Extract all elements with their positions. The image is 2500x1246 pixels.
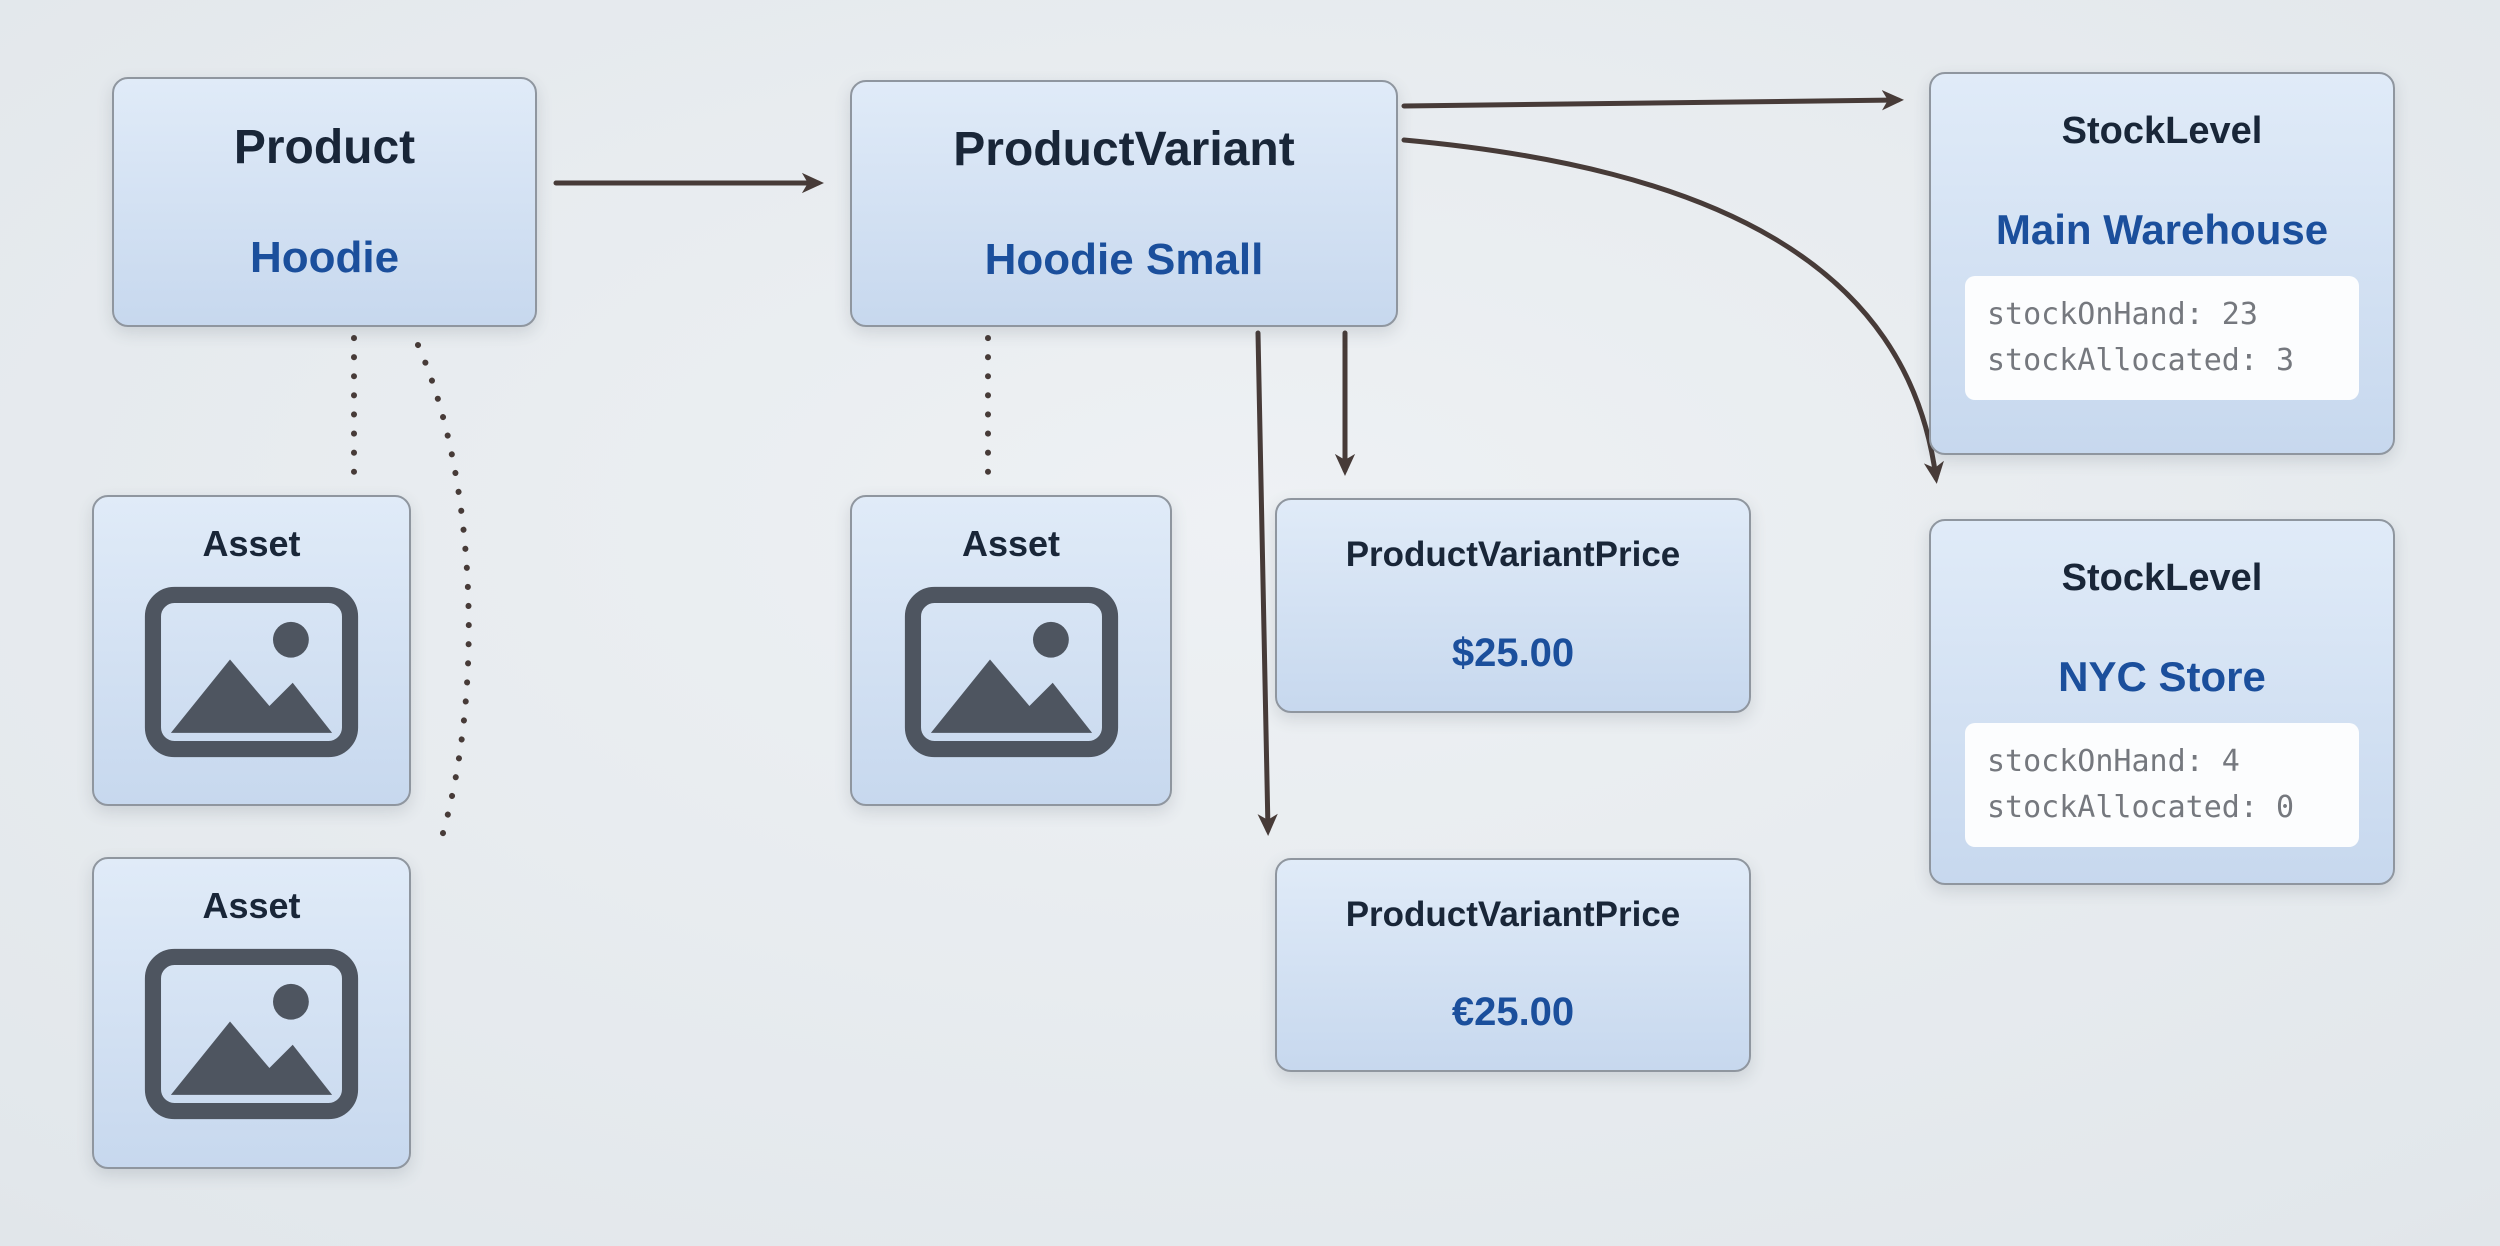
node-title: Asset (202, 885, 301, 926)
node-price-usd: ProductVariantPrice $25.00 (1275, 498, 1751, 713)
stock-code-block: stockOnHand: 23 stockAllocated: 3 (1965, 275, 2359, 400)
node-title: ProductVariantPrice (1345, 894, 1681, 934)
image-icon (144, 586, 359, 758)
code-line: stockAllocated: 0 (1987, 789, 2295, 825)
node-asset-variant: Asset (850, 495, 1172, 806)
edge-productvariant-to-stocklevel-main (1401, 90, 1904, 111)
edge-product-to-asset-2 (415, 342, 472, 853)
node-value: NYC Store (2058, 652, 2266, 700)
node-title: Product (233, 121, 416, 175)
node-product: Product Hoodie (112, 77, 537, 327)
node-title: ProductVariantPrice (1345, 535, 1681, 575)
node-value: Hoodie Small (984, 234, 1264, 284)
node-title: Asset (961, 523, 1061, 564)
edge-productvariant-to-stocklevel-nyc (1401, 137, 1944, 484)
node-title: ProductVariant (953, 122, 1295, 176)
image-icon (144, 948, 359, 1120)
node-stock-level-main: StockLevel Main Warehouse stockOnHand: 2… (1929, 72, 2395, 455)
image-icon (904, 586, 1119, 758)
node-value: €25.00 (1451, 990, 1575, 1035)
node-value: Hoodie (249, 233, 400, 283)
node-asset-product-1: Asset (92, 495, 411, 806)
node-title: Asset (202, 523, 301, 564)
node-title: StockLevel (2061, 557, 2263, 599)
stock-code-block: stockOnHand: 4 stockAllocated: 0 (1965, 722, 2359, 847)
node-title: StockLevel (2061, 110, 2263, 152)
code-line: stockOnHand: 23 (1987, 296, 2258, 332)
code-line: stockAllocated: 3 (1987, 342, 2295, 378)
node-asset-product-2: Asset (92, 857, 411, 1169)
node-value: Main Warehouse (1995, 205, 2329, 253)
edge-productvariant-to-price-eur (1255, 330, 1278, 836)
node-value: $25.00 (1451, 630, 1575, 675)
node-product-variant: ProductVariant Hoodie Small (850, 80, 1398, 327)
node-price-eur: ProductVariantPrice €25.00 (1275, 858, 1751, 1072)
code-line: stockOnHand: 4 (1987, 743, 2240, 779)
node-stock-level-nyc: StockLevel NYC Store stockOnHand: 4 stoc… (1929, 519, 2395, 885)
